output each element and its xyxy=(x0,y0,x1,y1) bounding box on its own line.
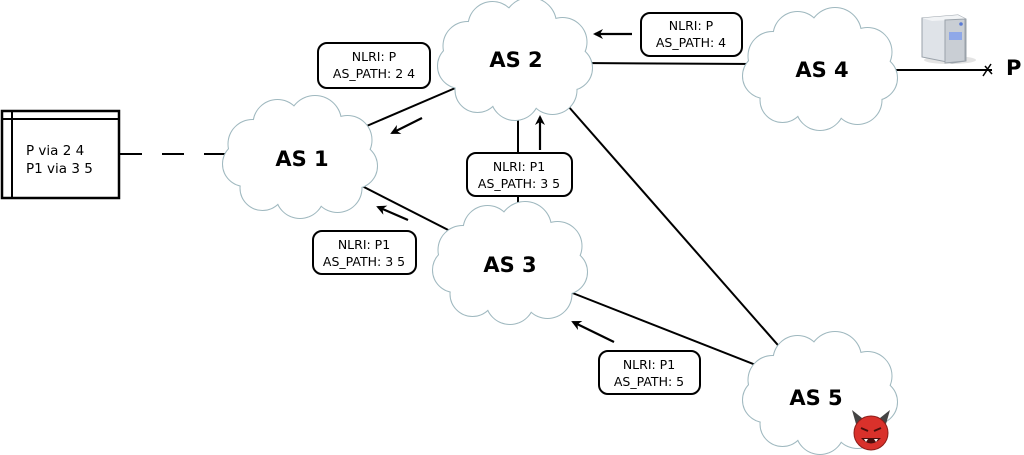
svg-text:NLRI: P: NLRI: P xyxy=(669,18,714,33)
routing-entry: P1 via 3 5 xyxy=(26,161,93,177)
routing-entry: P via 2 4 xyxy=(26,143,84,159)
as3-cloud xyxy=(432,201,588,325)
devil-icon xyxy=(852,410,890,451)
as3-label: AS 3 xyxy=(483,253,536,277)
svg-text:AS_PATH: 3 5: AS_PATH: 3 5 xyxy=(323,254,405,269)
link-as2-as4 xyxy=(579,62,756,65)
svg-text:NLRI: P1: NLRI: P1 xyxy=(623,357,675,372)
as1-label: AS 1 xyxy=(275,147,328,171)
link-as1-as2 xyxy=(361,85,461,129)
link-as1-as3 xyxy=(361,185,461,237)
svg-text:AS_PATH: 3 5: AS_PATH: 3 5 xyxy=(478,176,560,191)
as5-cloud xyxy=(742,331,898,455)
svg-text:AS_PATH: 2 4: AS_PATH: 2 4 xyxy=(333,66,415,81)
as4-cloud xyxy=(742,7,898,131)
arrow-as3-to-as1 xyxy=(376,205,409,222)
arrow-as5-to-as3 xyxy=(571,321,615,343)
as2-label: AS 2 xyxy=(489,48,542,72)
arrow-as2-to-as1 xyxy=(390,117,423,134)
svg-text:AS_PATH: 4: AS_PATH: 4 xyxy=(656,35,726,50)
svg-text:AS_PATH: 5: AS_PATH: 5 xyxy=(614,374,684,389)
prefix-cut-mark xyxy=(982,63,993,77)
as1-cloud xyxy=(222,95,378,219)
message-as3-to-as2: NLRI: P1 AS_PATH: 3 5 xyxy=(466,152,573,197)
link-as2-as5 xyxy=(567,105,785,353)
svg-text:NLRI: P1: NLRI: P1 xyxy=(338,237,390,252)
as2-cloud xyxy=(437,0,593,121)
message-as4-to-as2: NLRI: P AS_PATH: 4 xyxy=(640,12,743,57)
as5-label: AS 5 xyxy=(789,386,842,410)
link-as3-as5 xyxy=(569,291,767,370)
as4-label: AS 4 xyxy=(795,58,848,82)
prefix-label: P xyxy=(1006,56,1021,80)
message-as2-to-as1: NLRI: P AS_PATH: 2 4 xyxy=(317,42,431,89)
svg-text:NLRI: P1: NLRI: P1 xyxy=(493,159,545,174)
svg-text:NLRI: P: NLRI: P xyxy=(352,49,397,64)
server-icon xyxy=(921,14,976,64)
routing-table: P via 2 4 P1 via 3 5 xyxy=(0,109,121,200)
message-as3-to-as1: NLRI: P1 AS_PATH: 3 5 xyxy=(312,230,417,275)
message-as5-to-as3: NLRI: P1 AS_PATH: 5 xyxy=(598,350,701,395)
